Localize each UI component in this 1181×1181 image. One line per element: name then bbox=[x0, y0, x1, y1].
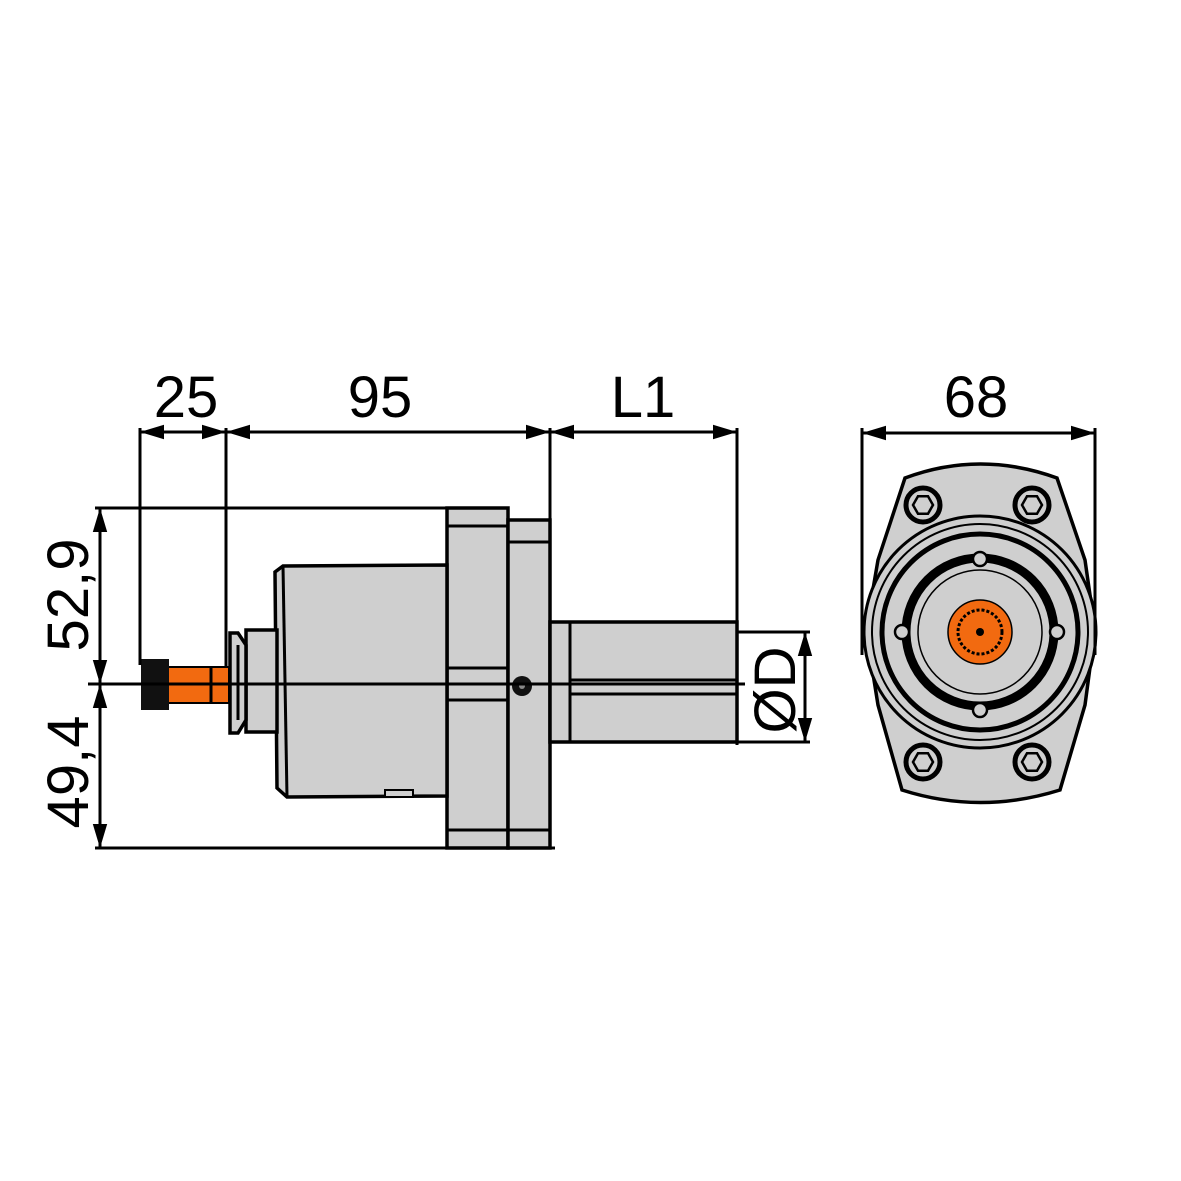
shank bbox=[548, 620, 739, 744]
dim-95: 95 bbox=[348, 365, 413, 430]
dim-68: 68 bbox=[944, 365, 1009, 430]
side-view: 25 95 L1 52,9 49,4 ØD bbox=[36, 365, 813, 850]
dim-l1: L1 bbox=[611, 365, 676, 430]
bolts bbox=[903, 485, 1052, 782]
dim-52-9: 52,9 bbox=[36, 539, 101, 652]
body bbox=[273, 563, 449, 799]
dim-diameter: ØD bbox=[743, 647, 808, 734]
flange bbox=[445, 506, 510, 850]
small-holes bbox=[893, 550, 1066, 719]
dim-49-4: 49,4 bbox=[36, 716, 101, 829]
dim-25: 25 bbox=[154, 365, 219, 430]
neck bbox=[244, 628, 279, 734]
front-view: 68 bbox=[860, 365, 1098, 805]
